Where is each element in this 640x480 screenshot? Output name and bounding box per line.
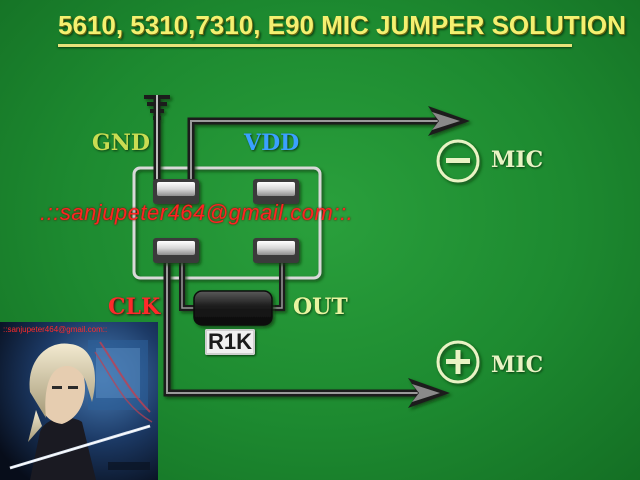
connector-outline [132,166,322,280]
vdd-wire [187,106,470,190]
title-underline [58,44,572,47]
author-thumbnail: ::sanjupeter464@gmail.com:: [0,322,158,480]
page-title: 5610, 5310,7310, E90 MIC JUMPER SOLUTION [58,10,626,40]
minus-circle-icon [436,139,480,183]
ground-symbol-icon [144,95,170,185]
label-out: OUT [293,294,348,320]
plus-circle-icon [436,340,480,384]
anime-portrait-image [0,322,158,480]
resistor-wires [179,258,285,311]
label-mic-positive: MIC [491,352,544,378]
clk-wire [163,258,450,408]
label-clk: CLK [108,294,161,320]
watermark-email: .::sanjupeter464@gmail.com::. [40,200,354,225]
thumbnail-caption: ::sanjupeter464@gmail.com:: [3,325,108,334]
label-gnd: GND [92,130,150,156]
label-vdd: VDD [244,130,300,156]
connector-pads [153,179,299,263]
resistor-body [193,290,273,326]
label-mic-negative: MIC [491,147,544,173]
resistor-label: R1K [205,329,256,355]
